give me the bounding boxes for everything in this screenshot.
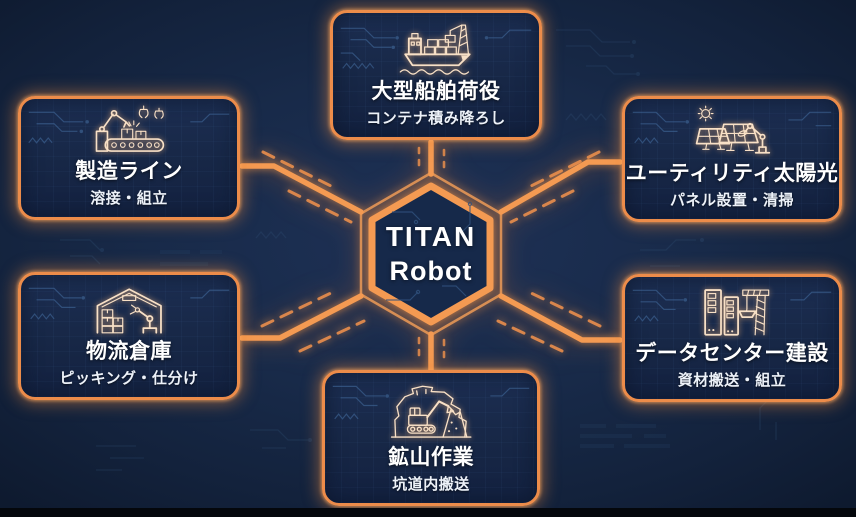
node-ship-cargo-handling: 大型船舶荷役 コンテナ積み降ろし xyxy=(330,10,542,140)
node-title: 大型船舶荷役 xyxy=(371,79,501,103)
node-title: 鉱山作業 xyxy=(388,445,474,469)
center-hexagon-label: TITAN Robot xyxy=(356,206,506,302)
letterbox-bar xyxy=(0,508,856,517)
node-logistics-warehouse: 物流倉庫 ピッキング・仕分け xyxy=(18,272,240,400)
node-subtitle: ピッキング・仕分け xyxy=(59,370,199,387)
node-subtitle: 資材搬送・組立 xyxy=(677,372,787,389)
node-subtitle: 溶接・組立 xyxy=(90,190,168,207)
node-subtitle: 坑道内搬送 xyxy=(392,476,470,493)
node-datacenter-construction: データセンター建設 資材搬送・組立 xyxy=(622,274,842,402)
node-title: ユーティリティ太陽光 xyxy=(625,161,839,185)
node-mining-work: 鉱山作業 坑道内搬送 xyxy=(322,370,540,506)
container-ship-crane-icon xyxy=(338,19,534,80)
node-subtitle: コンテナ積み降ろし xyxy=(366,110,506,127)
mine-tunnel-excavator-icon xyxy=(330,379,532,446)
node-utility-solar: ユーティリティ太陽光 パネル設置・清掃 xyxy=(622,96,842,222)
node-title: データセンター建設 xyxy=(635,341,829,365)
node-manufacturing-line: 製造ライン 溶接・組立 xyxy=(18,96,240,220)
center-hexagon xyxy=(368,182,494,326)
node-title: 物流倉庫 xyxy=(86,339,172,363)
server-racks-crane-icon xyxy=(630,283,834,342)
warehouse-robot-arm-icon xyxy=(26,281,232,340)
solar-panels-sun-robot-icon xyxy=(630,105,834,162)
node-title: 製造ライン xyxy=(75,159,183,183)
robot-arm-conveyor-icon xyxy=(26,105,232,160)
center-title-line2: Robot xyxy=(389,256,473,286)
node-subtitle: パネル設置・清掃 xyxy=(669,192,794,209)
center-title-line1: TITAN xyxy=(385,221,477,252)
